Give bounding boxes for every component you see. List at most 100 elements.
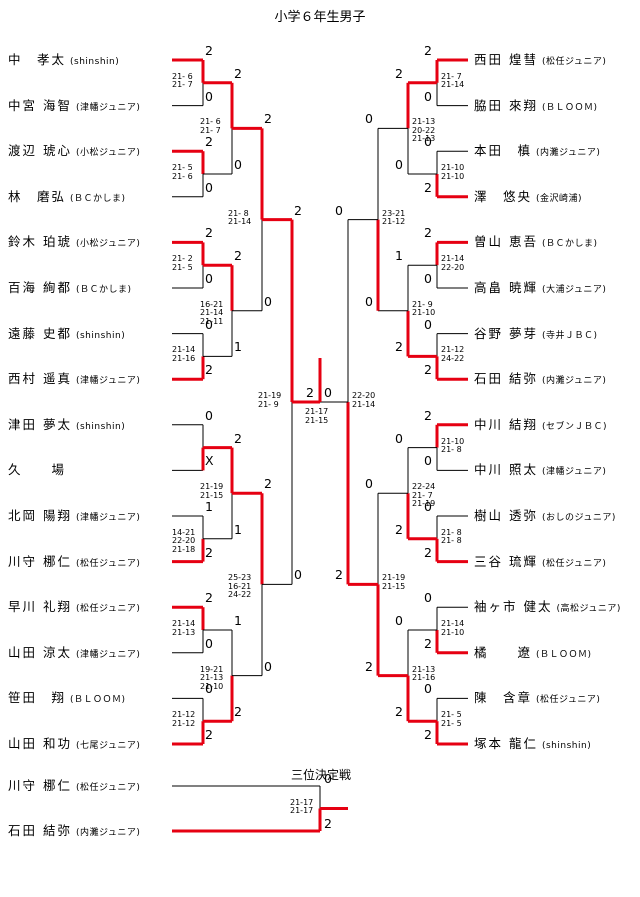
score: 2: [234, 248, 242, 264]
player-name: 陳 含章: [474, 690, 533, 706]
player-name: 曽山 恵吾: [474, 234, 538, 250]
score: 0: [205, 681, 213, 697]
player-entry: 澤 悠央(金沢崎浦): [474, 188, 582, 206]
game-score: 22-24 21- 7 21-19: [412, 482, 436, 509]
player-team: (松任ジュニア): [541, 558, 607, 569]
player-team: (小松ジュニア): [75, 148, 141, 159]
player-entry: 津田 夢太(shinshin): [8, 416, 125, 434]
game-score: 14-21 22-20 21-18: [172, 527, 196, 554]
score: 2: [424, 407, 432, 423]
score: 2: [365, 658, 373, 674]
player-entry: 遠藤 史都(shinshin): [8, 325, 125, 343]
game-score: 21-19 21- 9: [258, 391, 282, 409]
score: 0: [424, 499, 432, 514]
score: 0: [324, 771, 332, 786]
player-name: 中川 結翔: [474, 416, 538, 432]
game-score: 21- 8 21-14: [228, 208, 252, 227]
player-name: 谷野 夢芽: [474, 325, 538, 341]
player-entry: 山田 和功(七尾ジュニア): [8, 735, 140, 753]
player-team: (内灘ジュニア): [536, 148, 601, 159]
score: 0: [234, 157, 242, 172]
player-entry: 林 磨弘(ＢＣかしま): [8, 188, 126, 206]
score: 2: [205, 727, 213, 742]
score: 2: [424, 362, 432, 378]
score: 0: [205, 271, 213, 286]
game-score: 21-12 21-12: [172, 710, 196, 728]
score: 0: [205, 88, 213, 104]
player-entry: 中宮 海智(津幡ジュニア): [8, 97, 140, 115]
player-team: (shinshin): [75, 330, 126, 341]
player-entry: 本田 槙(内灘ジュニア): [474, 142, 600, 160]
score: 2: [424, 727, 432, 742]
score: 2: [335, 567, 343, 583]
player-name: 川守 梛仁: [8, 553, 72, 569]
score: 2: [205, 362, 213, 378]
score: 0: [424, 590, 432, 606]
score: 0: [365, 293, 373, 309]
player-name: 林 磨弘: [8, 188, 67, 204]
score: 0: [424, 453, 432, 469]
score: 0: [395, 613, 403, 628]
game-score: 21- 8 21- 8: [441, 527, 462, 546]
score: 0: [424, 134, 432, 150]
player-entry: 石田 結弥(内灘ジュニア): [8, 822, 140, 840]
game-score: 19-21 21-13 21-10: [200, 664, 224, 691]
score: 2: [294, 202, 302, 218]
game-score: 21-12 24-22: [441, 345, 465, 363]
game-score: 23-21 21-12: [382, 208, 406, 227]
player-team: (大浦ジュニア): [541, 285, 607, 295]
player-entry: 曽山 恵吾(ＢＣかしま): [474, 233, 598, 251]
score: 0: [294, 567, 302, 583]
game-score: 21-13 20-22 21-13: [412, 117, 436, 144]
score: 1: [234, 613, 242, 628]
player-team: (津幡ジュニア): [75, 649, 141, 660]
player-name: 渡辺 琥心: [8, 143, 72, 159]
player-entry: 脇田 來翔(ＢＬＯＯＭ): [474, 97, 598, 115]
player-team: (寺井ＪＢＣ): [541, 330, 598, 341]
player-name: 中 孝太: [8, 52, 67, 67]
game-score: 25-23 16-21 24-22: [228, 573, 252, 600]
player-name: 塚本 龍仁: [474, 736, 538, 751]
score: 2: [424, 225, 432, 241]
page-title: 小学６年生男子: [274, 10, 366, 25]
score: 2: [395, 65, 403, 81]
player-entry: 中川 結翔(セブンＪＢＣ): [474, 416, 607, 434]
player-name: 遠藤 史都: [8, 325, 72, 341]
score: 0: [424, 271, 432, 286]
score: 2: [424, 544, 432, 560]
score: 1: [234, 339, 242, 355]
player-name: 石田 結弥: [474, 371, 538, 387]
player-entry: 三谷 琉輝(松任ジュニア): [474, 553, 606, 571]
player-name: 橘 遼: [474, 644, 533, 660]
player-name: 西村 遥真: [8, 371, 72, 387]
player-team: (津幡ジュニア): [75, 513, 141, 523]
player-name: 津田 夢太: [8, 416, 72, 432]
game-score: 21-13 21-16: [412, 664, 436, 683]
game-score: 21- 5 21- 5: [441, 710, 462, 728]
score: 0: [365, 111, 373, 127]
score: 0: [335, 202, 343, 218]
game-score: 21- 6 21- 7: [200, 117, 221, 135]
player-team: (ＢＬＯＯＭ): [70, 695, 126, 706]
player-name: 北岡 陽翔: [8, 508, 72, 523]
player-team: (ＢＣかしま): [541, 239, 598, 250]
score: 0: [205, 407, 213, 423]
player-name: 中川 照太: [474, 462, 538, 478]
player-entry: 樹山 透弥(おしのジュニア): [474, 507, 616, 525]
player-name: 高畠 暁輝: [474, 280, 538, 295]
player-team: (内灘ジュニア): [541, 376, 607, 387]
player-name: 百海 絢都: [8, 280, 72, 295]
game-score: 21-19 21-15: [200, 482, 224, 500]
player-name: 山田 和功: [8, 736, 72, 751]
game-score: 21-10 21-10: [441, 163, 465, 181]
player-name: 早川 礼翔: [8, 599, 72, 615]
score: 0: [205, 635, 213, 651]
score: 2: [234, 704, 242, 720]
player-name: 中宮 海智: [8, 97, 72, 113]
score: 2: [234, 65, 242, 81]
player-name: 川守 梛仁: [8, 778, 72, 793]
player-team: (ＢＣかしま): [75, 285, 132, 295]
player-team: (七尾ジュニア): [75, 741, 141, 751]
player-team: (金沢崎浦): [536, 193, 583, 204]
score: 2: [264, 111, 272, 127]
